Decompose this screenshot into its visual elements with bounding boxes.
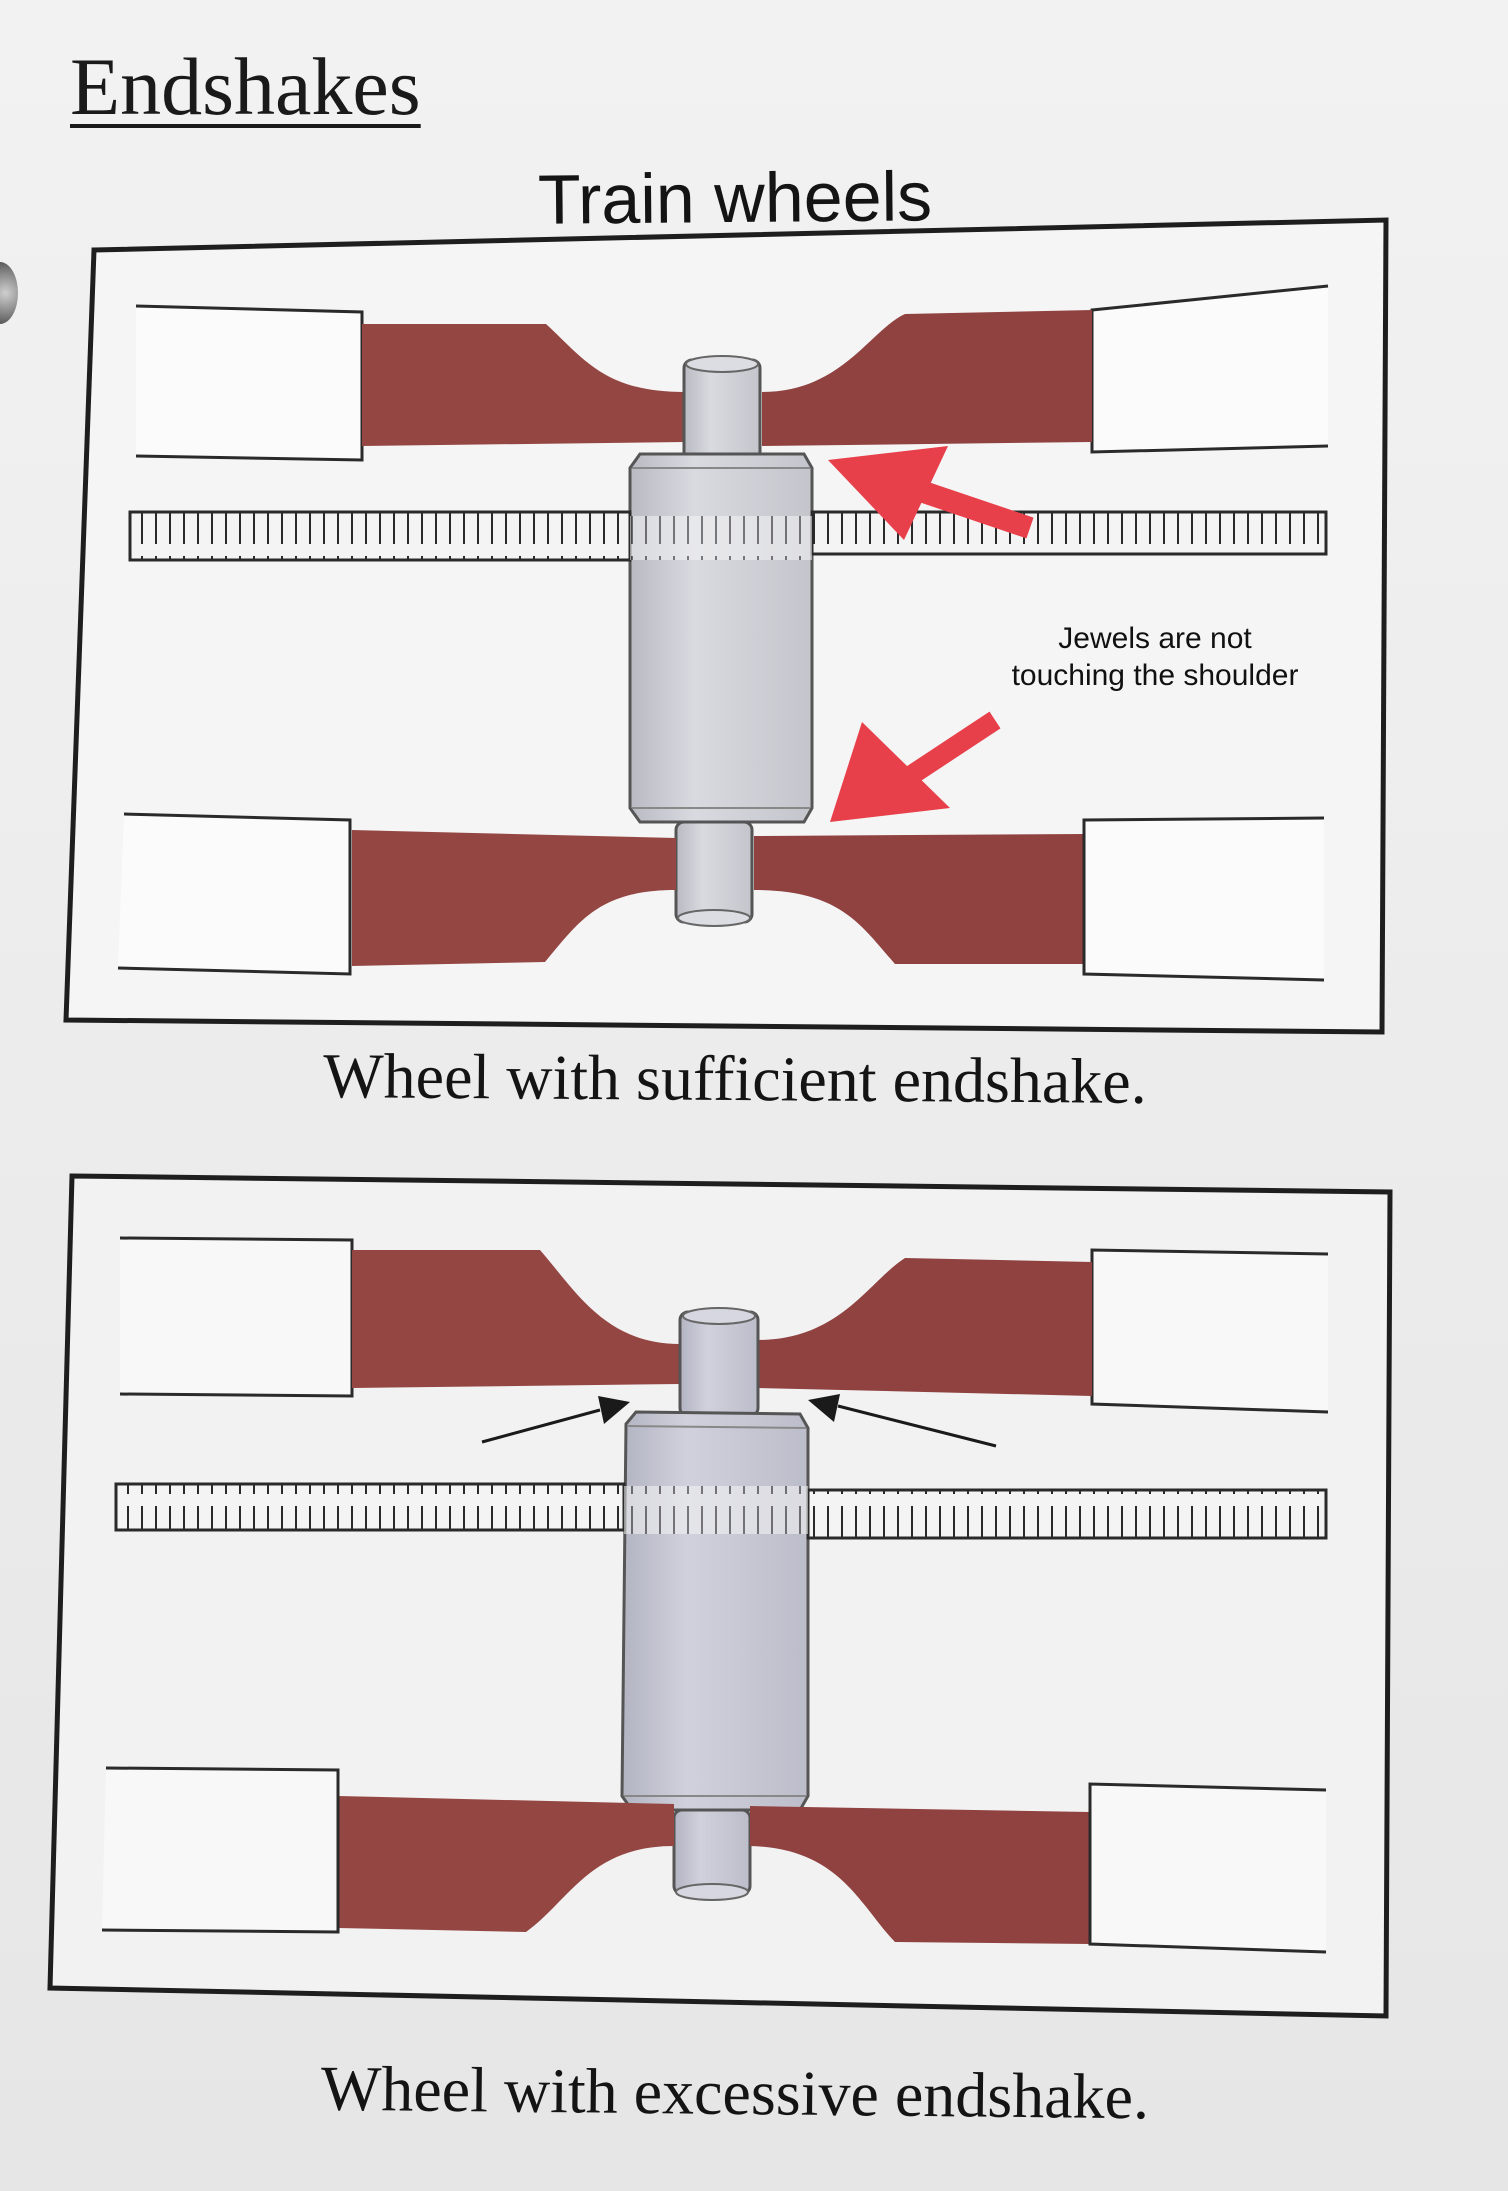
top-jewel-setting-right <box>762 310 1092 446</box>
wheel-teeth <box>114 1482 1328 1540</box>
annotation-line: touching the shoulder <box>1011 659 1299 692</box>
top-pivot <box>678 1310 760 1418</box>
arbor <box>620 1410 810 1812</box>
top-pivot <box>682 358 762 462</box>
annotation-jewels-not-touching: Jewels are not touching the shoulder <box>985 620 1325 694</box>
arbor <box>628 452 814 824</box>
top-left-plate <box>135 304 364 462</box>
bottom-pivot <box>672 1808 752 1896</box>
lower-red-arrow <box>830 711 1001 822</box>
upper-red-arrow <box>828 446 1034 540</box>
top-right-plate <box>1090 1248 1329 1414</box>
bottom-right-plate <box>1088 1782 1327 1954</box>
right-black-arrow <box>808 1394 997 1448</box>
annotation-line: Jewels are not <box>1058 622 1252 655</box>
page-title: Endshakes <box>70 41 421 132</box>
caption-excessive-endshake: Wheel with excessive endshake. <box>320 2052 1150 2133</box>
binder-hole <box>0 262 18 324</box>
wheel-teeth <box>128 510 1328 562</box>
top-jewel-setting <box>362 324 685 446</box>
bottom-left-plate <box>101 1766 340 1934</box>
bottom-jewel-setting <box>338 1796 674 1932</box>
top-jewel-setting <box>352 1250 680 1388</box>
top-jewel-setting-right <box>758 1258 1092 1396</box>
diagram-excessive-endshake <box>47 1173 1393 2019</box>
top-right-plate <box>1090 284 1329 454</box>
bottom-jewel-setting-right <box>754 834 1084 964</box>
bottom-jewel-setting <box>352 830 676 966</box>
left-black-arrow <box>481 1396 630 1444</box>
top-left-plate <box>119 1236 354 1398</box>
caption-sufficient-endshake: Wheel with sufficient endshake. <box>323 1040 1147 1117</box>
bottom-left-plate <box>117 812 352 976</box>
bottom-jewel-setting-right <box>750 1806 1090 1944</box>
bottom-pivot <box>674 820 754 924</box>
bottom-right-plate <box>1082 816 1325 982</box>
diagram-sufficient-endshake <box>63 217 1389 1035</box>
